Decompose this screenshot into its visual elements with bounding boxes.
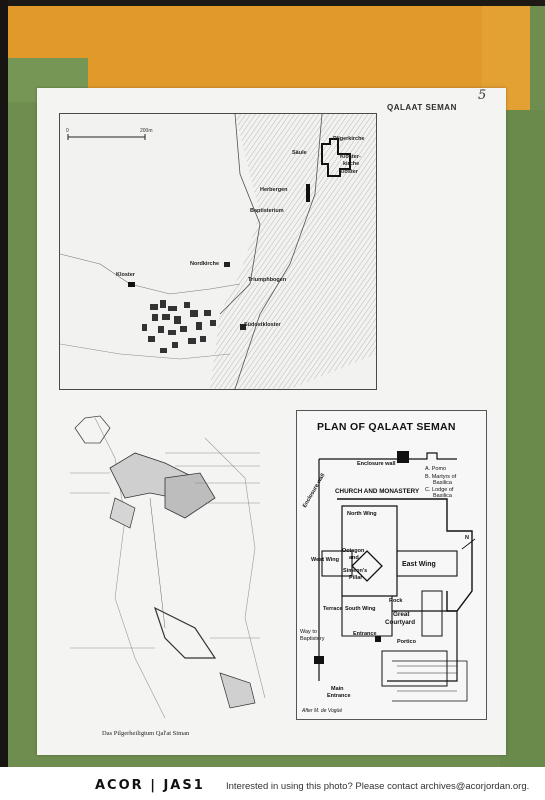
scale-start: 0 xyxy=(66,128,69,134)
label-saule: Säule xyxy=(292,150,307,156)
label-kloster-right: Kloster xyxy=(339,169,358,175)
slide-mount-top xyxy=(0,0,545,6)
plan-drawing xyxy=(314,451,476,702)
slide-photo: 5 QALAAT SEMAN xyxy=(0,0,545,767)
plan-main-2: Entrance xyxy=(327,693,351,699)
orange-backdrop xyxy=(8,6,530,94)
scale-end: 200m xyxy=(140,128,153,134)
plan-legend-a: A. Pomo xyxy=(425,466,447,472)
plan-pillar-2: Pillar xyxy=(349,575,363,581)
site-map: 0 200m Pilgerkirche Säule Kloster- kirch… xyxy=(59,113,377,390)
plan-pillar-1: Simeon's xyxy=(343,568,368,574)
plan-north-wing: North Wing xyxy=(347,511,377,517)
plan-south-wing: South Wing xyxy=(345,606,376,612)
plan-main-1: Main xyxy=(331,686,344,692)
plan-great-2: Courtyard xyxy=(385,619,416,626)
plan-of-qalaat-seman: PLAN OF QALAAT SEMAN xyxy=(296,410,487,720)
label-pilgerkirche: Pilgerkirche xyxy=(333,136,365,142)
label-klosterkirche-1: Kloster- xyxy=(340,154,361,160)
label-nordkirche: Nordkirche xyxy=(190,261,220,267)
plan-north-arrow: N xyxy=(465,535,469,541)
plan-enclosure-wall-top: Enclosure wall xyxy=(357,461,396,467)
plan-credit: After M. de Vogüé xyxy=(302,708,343,714)
plan-church-monastery: CHURCH AND MONASTERY xyxy=(335,488,420,495)
plan-octagon-2: and xyxy=(349,555,359,561)
label-triumphbogen: Triumphbogen xyxy=(248,277,287,283)
label-baptisterium: Baptisterium xyxy=(250,208,284,214)
plan-east-wing: East Wing xyxy=(402,561,436,568)
plan-rock: Rock xyxy=(389,598,403,604)
isometric-caption: Das Pilgerheiligtum Qal'at Siman xyxy=(102,730,190,737)
label-sudostkloster: Südostkloster xyxy=(244,322,281,328)
plan-way-1: Way to xyxy=(300,629,317,635)
acor-logo: ACOR | JAS1 xyxy=(95,778,205,793)
label-klosterkirche-2: kirche xyxy=(343,161,360,167)
board-heading: QALAAT SEMAN xyxy=(387,103,457,112)
plan-legend-c2: Basilica xyxy=(433,493,452,499)
label-kloster-left: Kloster xyxy=(116,272,135,278)
footer-contact-text: Interested in using this photo? Please c… xyxy=(226,781,530,792)
plan-legend-c1: C. Lodge of xyxy=(425,487,454,493)
plan-great-1: Great xyxy=(393,611,410,618)
plan-terrace: Terrace xyxy=(323,606,343,612)
slide-mount-left xyxy=(0,0,8,767)
site-map-drawing xyxy=(60,114,376,389)
plan-west-wing: West Wing xyxy=(311,557,339,563)
plan-title: PLAN OF QALAAT SEMAN xyxy=(317,421,456,433)
label-herbergen: Herbergen xyxy=(260,187,288,193)
plan-way-2: Baptistery xyxy=(300,636,325,642)
plan-legend-b1: B. Martyrs of xyxy=(425,474,457,480)
footer xyxy=(0,767,545,800)
plan-legend-b2: Basilica xyxy=(433,480,452,486)
plan-entrance: Entrance xyxy=(353,631,377,637)
green-backdrop-right xyxy=(500,110,545,767)
plan-portico: Portico xyxy=(397,639,416,645)
plan-octagon-1: Octagon xyxy=(342,548,365,554)
page-number: 5 xyxy=(478,88,487,103)
isometric-drawing xyxy=(70,415,266,719)
